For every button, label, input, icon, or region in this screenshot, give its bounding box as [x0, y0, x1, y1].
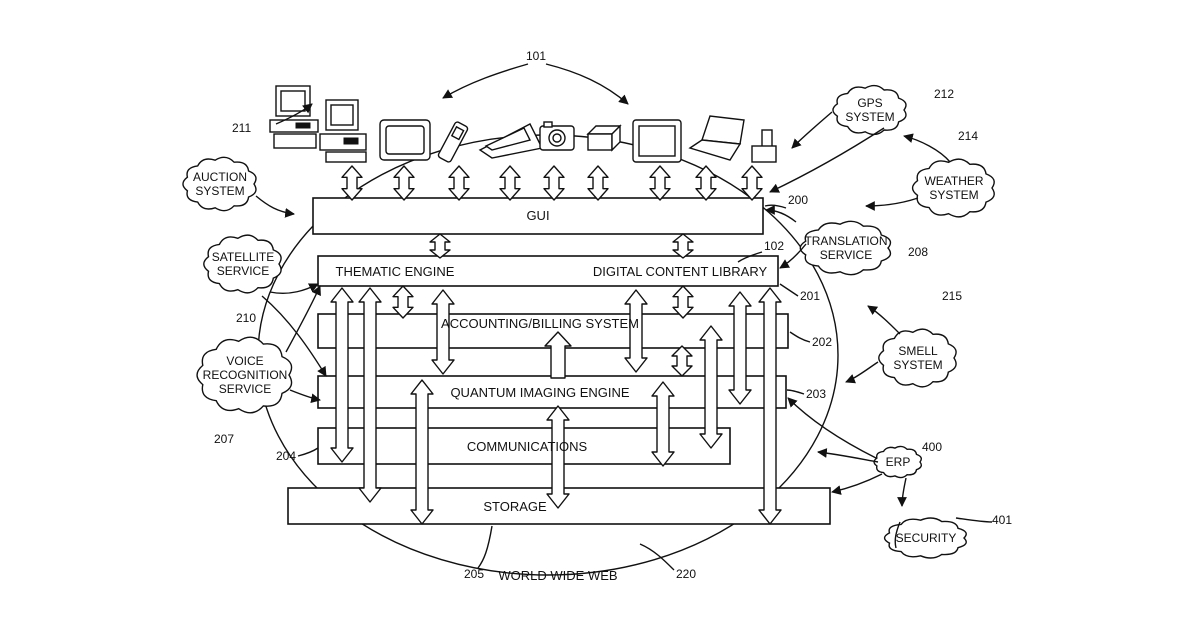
camera-icon [540, 122, 574, 150]
ref-203: 203 [806, 387, 826, 401]
erp-cloud-line-1: ERP [886, 455, 911, 469]
device-double-arrow-4 [500, 166, 520, 200]
device-double-arrow-6 [588, 166, 608, 200]
accounting-label: ACCOUNTING/BILLING SYSTEM [441, 316, 639, 331]
gps-system-cloud-line-1: GPS [857, 96, 882, 110]
ref-208: 208 [908, 245, 928, 259]
satellite-service-cloud-line-1: SATELLITE [212, 250, 274, 264]
security-cloud-line-1: SECURITY [896, 531, 957, 545]
set-top-box-icon [588, 126, 620, 150]
voice-recognition-cloud-line-2: RECOGNITION [203, 368, 288, 382]
ref-211: 211 [232, 121, 251, 135]
gui-library-arrow [673, 234, 693, 258]
voice-recognition-cloud: VOICERECOGNITIONSERVICE [197, 337, 292, 413]
voice-recognition-cloud-line-1: VOICE [226, 354, 263, 368]
erp-cloud: ERP [874, 446, 921, 477]
ref-220: 220 [676, 567, 696, 581]
device-double-arrow-9 [742, 166, 762, 200]
voice-recognition-cloud-line-3: SERVICE [219, 382, 271, 396]
device-arrows [342, 166, 762, 200]
ref-400: 400 [922, 440, 942, 454]
thematic-engine-label: THEMATIC ENGINE [336, 264, 455, 279]
ref-204: 204 [276, 449, 296, 463]
desktop-icon [320, 100, 366, 162]
laptop-icon [690, 116, 744, 160]
weather-system-cloud: WEATHERSYSTEM [913, 159, 995, 217]
ref-205: 205 [464, 567, 484, 581]
ref-207: 207 [214, 432, 234, 446]
mobile-phone-icon [437, 121, 468, 163]
ref-101-arrow-left [443, 64, 528, 98]
satellite-service-cloud-line-2: SERVICE [217, 264, 269, 278]
smell-system-cloud-line-2: SYSTEM [893, 358, 942, 372]
computer-icon [270, 86, 318, 148]
satellite-service-cloud: SATELLITESERVICE [204, 235, 281, 293]
weather-system-cloud-line-1: WEATHER [924, 174, 983, 188]
auction-system-cloud-line-2: SYSTEM [195, 184, 244, 198]
tv-icon [380, 120, 430, 160]
gps-system-cloud: GPSSYSTEM [833, 86, 906, 135]
ref-214: 214 [958, 129, 978, 143]
smell-system-cloud-line-1: SMELL [898, 344, 938, 358]
device-double-arrow-3 [449, 166, 469, 200]
ref-200: 200 [788, 193, 808, 207]
storage-label: STORAGE [483, 499, 547, 514]
auction-system-cloud: AUCTIONSYSTEM [183, 157, 256, 210]
device-double-arrow-5 [544, 166, 564, 200]
gui-label: GUI [526, 208, 549, 223]
device-double-arrow-8 [696, 166, 716, 200]
ref-202: 202 [812, 335, 832, 349]
ref-401: 401 [992, 513, 1012, 527]
weather-system-cloud-line-2: SYSTEM [929, 188, 978, 202]
quantum-label: QUANTUM IMAGING ENGINE [450, 385, 629, 400]
ref-212: 212 [934, 87, 954, 101]
ref-101: 101 [526, 49, 546, 63]
device-double-arrow-7 [650, 166, 670, 200]
communications-label: COMMUNICATIONS [467, 439, 588, 454]
translation-service-cloud-line-1: TRANSLATION [804, 234, 887, 248]
ref-102: 102 [764, 239, 784, 253]
accounting-quantum-arrow [672, 346, 692, 376]
gui-thematic-arrow [430, 234, 450, 258]
auction-system-cloud-line-1: AUCTION [193, 170, 247, 184]
content-library-label: DIGITAL CONTENT LIBRARY [593, 264, 768, 279]
ref-210: 210 [236, 311, 256, 325]
tablet-reader-icon [480, 124, 542, 158]
web-label: WORLD WIDE WEB [498, 568, 617, 583]
security-cloud: SECURITY [885, 518, 967, 558]
monitor-icon [633, 120, 681, 162]
gps-system-cloud-line-2: SYSTEM [845, 110, 894, 124]
translation-service-cloud-line-2: SERVICE [820, 248, 872, 262]
device-double-arrow-1 [342, 166, 362, 200]
cordless-phone-icon [752, 130, 776, 162]
quantum-communications-arrow [652, 382, 674, 466]
ref-215: 215 [942, 289, 962, 303]
ref-201: 201 [800, 289, 820, 303]
ref-101-arrow-right [546, 64, 628, 104]
smell-system-cloud: SMELLSYSTEM [879, 329, 956, 387]
device-double-arrow-2 [394, 166, 414, 200]
